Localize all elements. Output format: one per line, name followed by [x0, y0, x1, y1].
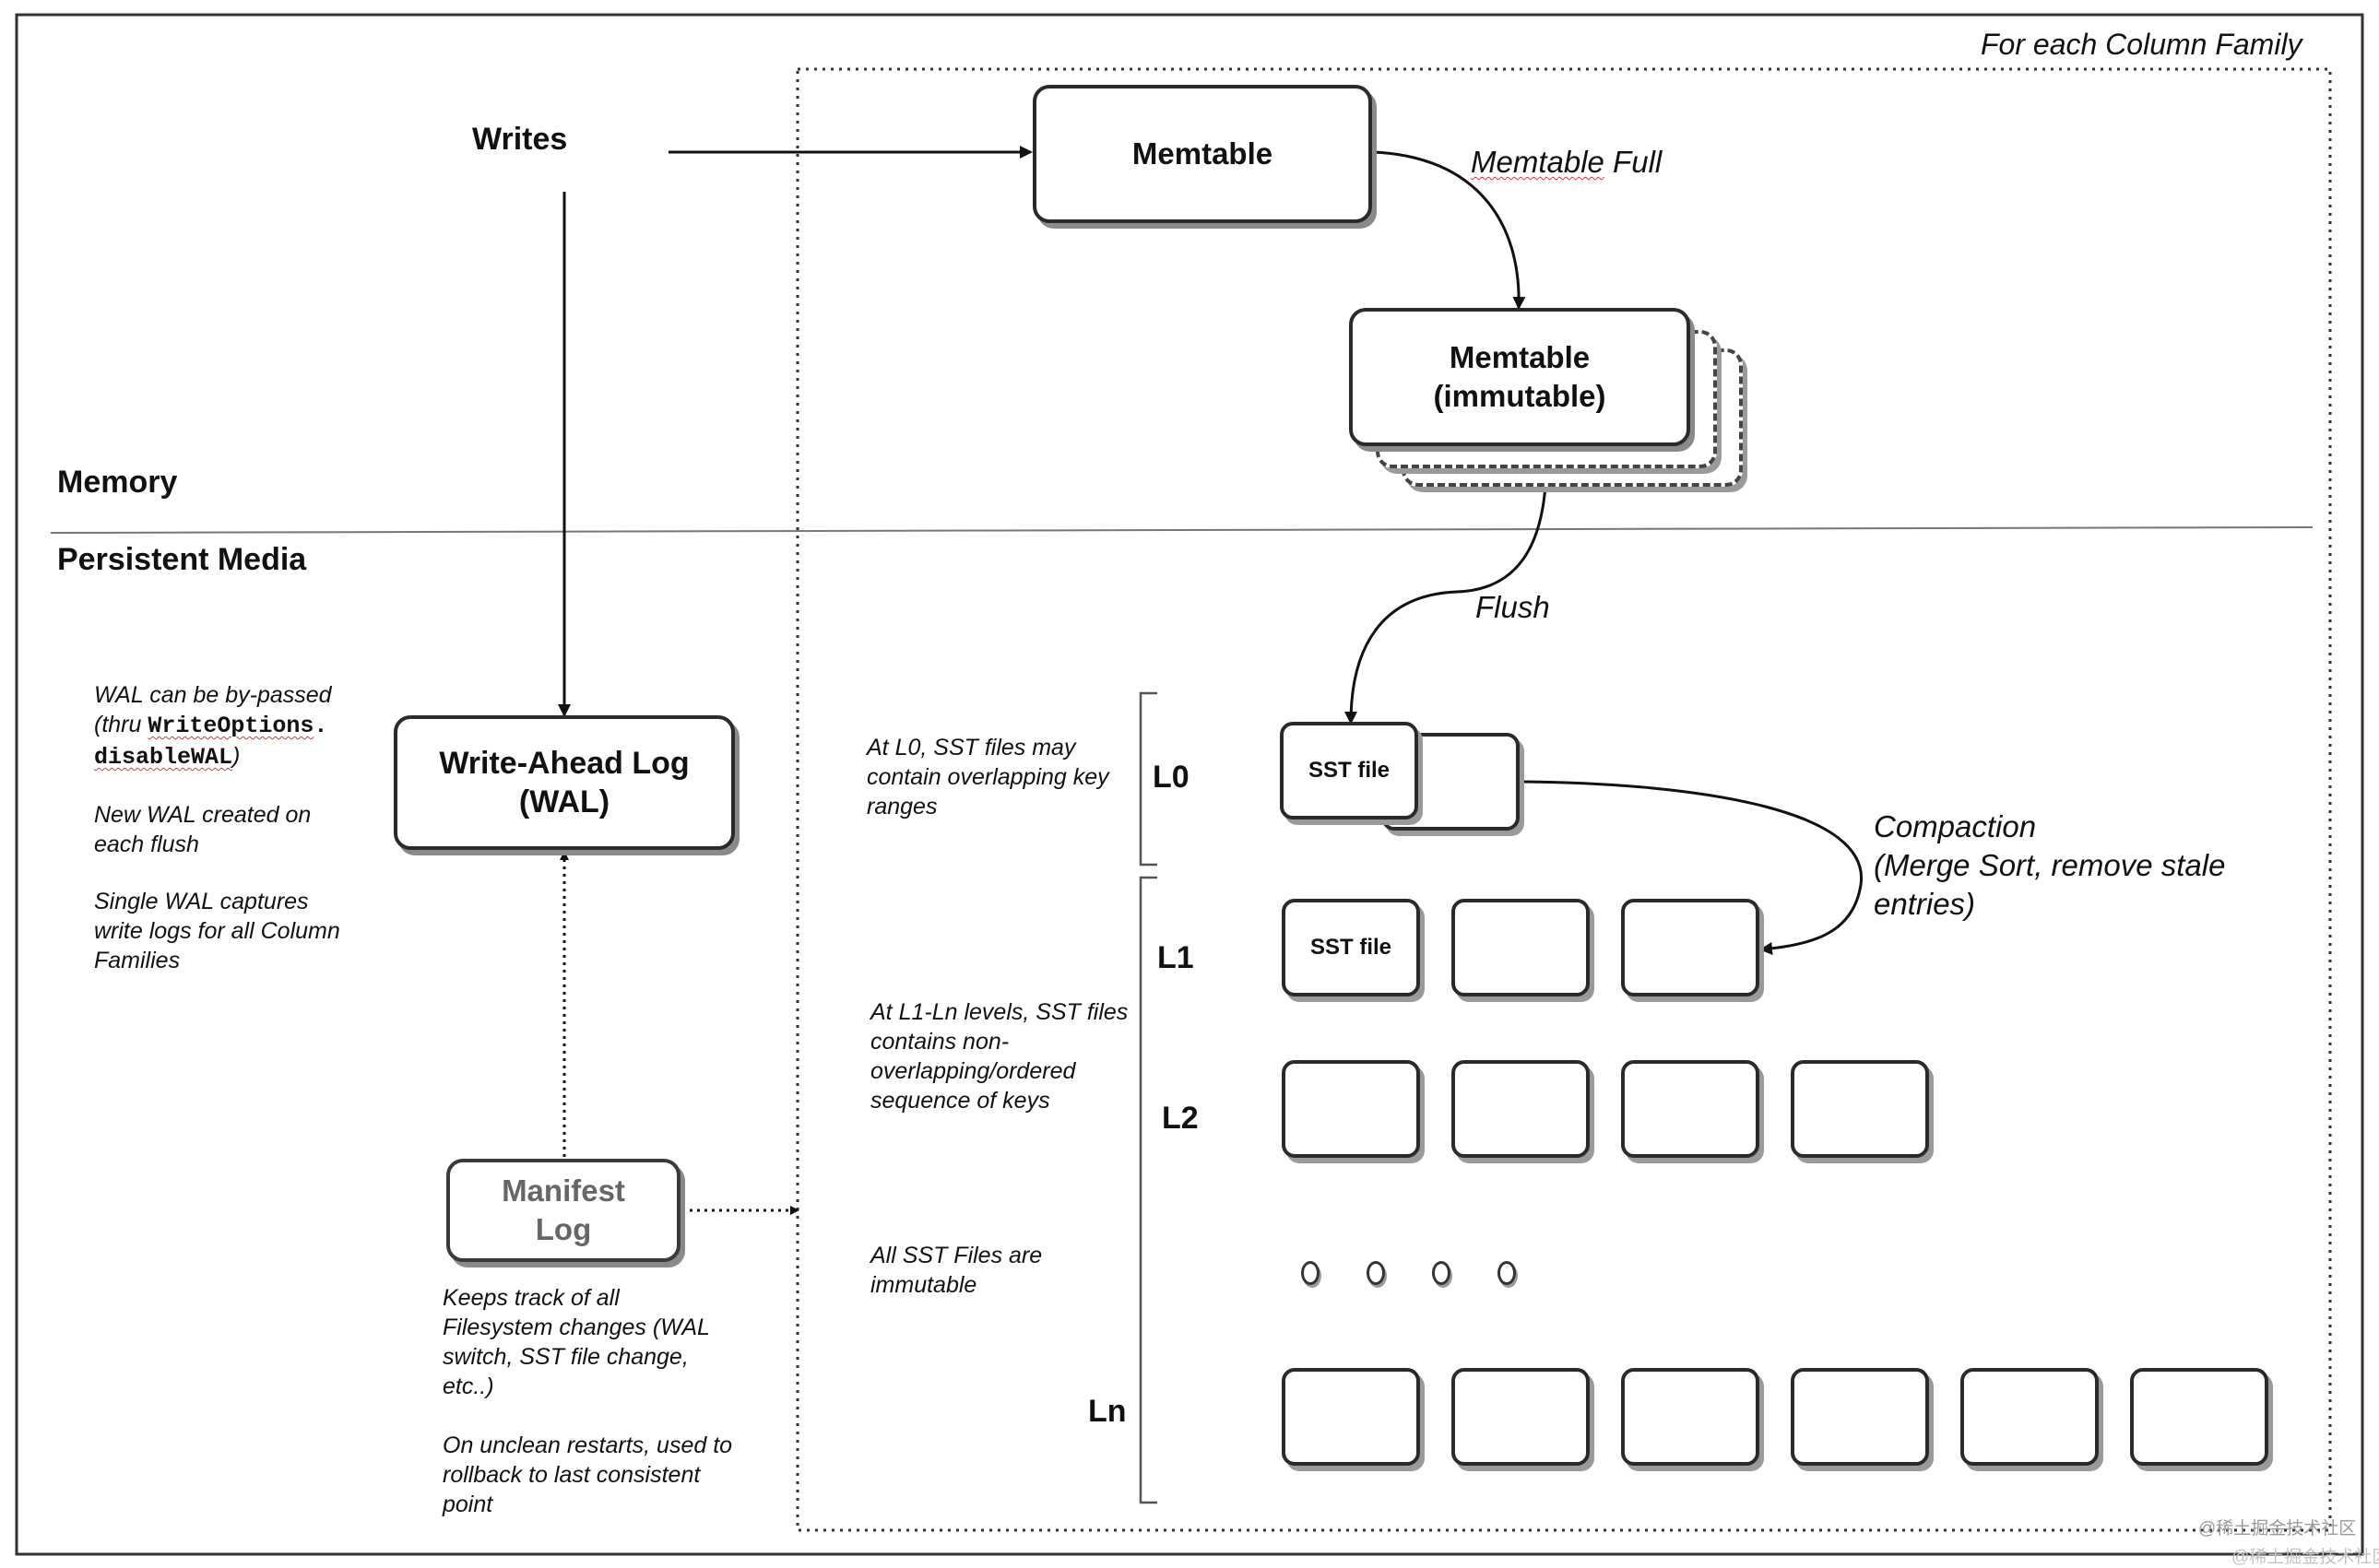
compaction-line3: entries): [1874, 887, 1976, 921]
memory-divider: [50, 526, 2314, 534]
manifest-line1: Manifest: [502, 1173, 625, 1208]
wal-box: Write-Ahead Log (WAL): [394, 715, 735, 850]
manifest-box: Manifest Log: [446, 1159, 681, 1262]
memtable-full-word: Memtable: [1471, 145, 1604, 179]
l1-ln-note-b: contains non-: [870, 1029, 1010, 1055]
l1-ln-note: At L1-Ln levels, SST files contains non-…: [870, 997, 1128, 1115]
memtable-full-label: Memtable Full: [1471, 145, 1662, 180]
column-family-frame: [796, 67, 2332, 1532]
manifest-note-l3: switch, SST file change,: [443, 1344, 689, 1370]
wal-note1-dot: .: [314, 713, 328, 739]
l0-note-c: ranges: [867, 794, 938, 819]
wal-note1-code1: WriteOptions: [148, 713, 314, 739]
watermark-line1: @稀土掘金技术社区: [2198, 1519, 2357, 1539]
l0-sst-file: SST file: [1280, 722, 1418, 819]
wal-note1-line1: WAL can be by-passed: [94, 682, 332, 708]
l0-note: At L0, SST files may contain overlapping…: [867, 733, 1109, 821]
immutable-sst-note: All SST Files are immutable: [870, 1241, 1042, 1300]
persistent-media-label: Persistent Media: [57, 542, 307, 577]
wal-note1-close: ): [232, 743, 241, 769]
immutable-line1: Memtable: [1449, 340, 1591, 374]
l0-bracket: [1139, 691, 1157, 867]
outer-frame: [15, 13, 2364, 1556]
wal-line1: Write-Ahead Log: [439, 746, 690, 781]
level-l0-label: L0: [1153, 760, 1190, 795]
immutable-line2: (immutable): [1433, 379, 1606, 413]
wal-note1-prefix: (thru: [94, 712, 148, 737]
ln-sst-file-1: [1282, 1368, 1420, 1466]
manifest-notes: Keeps track of all Filesystem changes (W…: [443, 1283, 732, 1519]
column-family-title: For each Column Family: [1981, 28, 2302, 61]
manifest-note-l5: On unclean restarts, used to: [443, 1432, 733, 1458]
manifest-note-l6: rollback to last consistent: [443, 1462, 701, 1488]
flush-arrow: [1344, 460, 1548, 725]
wal-note3-line2: write logs for all Column: [94, 918, 340, 944]
manifest-note-l7: point: [443, 1491, 493, 1517]
writes-label: Writes: [472, 122, 568, 157]
level-ln-label: Ln: [1088, 1394, 1127, 1429]
immutable-sst-note-b: immutable: [870, 1272, 977, 1298]
l0-note-b: contain overlapping key: [867, 764, 1109, 790]
ellipsis-dot-3: [1432, 1261, 1450, 1285]
compaction-label: Compaction (Merge Sort, remove stale ent…: [1874, 808, 2225, 924]
ln-sst-file-3: [1621, 1368, 1759, 1466]
manifest-note-l1: Keeps track of all: [443, 1285, 620, 1311]
manifest-note-l4: etc..): [443, 1373, 494, 1399]
wal-line2: (WAL): [518, 784, 610, 819]
ellipsis-dot-4: [1497, 1261, 1516, 1285]
compaction-line2: (Merge Sort, remove stale: [1874, 848, 2226, 882]
immutable-memtable-box: Memtable (immutable): [1349, 308, 1690, 446]
l1-ln-bracket: [1139, 876, 1157, 1504]
l1-ln-note-d: sequence of keys: [870, 1088, 1050, 1114]
wal-notes: WAL can be by-passed (thru WriteOptions.…: [94, 680, 340, 975]
wal-note3-line3: Families: [94, 948, 181, 973]
wal-note1-line2: (thru WriteOptions.: [94, 710, 340, 741]
wal-note2-line1: New WAL created on: [94, 802, 312, 828]
memtable-label: Memtable: [1131, 136, 1273, 171]
compaction-line1: Compaction: [1874, 809, 2037, 843]
wal-note2-line2: each flush: [94, 831, 199, 857]
memtable-full-rest: Full: [1604, 145, 1663, 179]
compaction-arrow: [1521, 780, 1863, 955]
l2-sst-file-4: [1791, 1060, 1929, 1158]
memtable-box: Memtable: [1033, 85, 1372, 223]
l2-sst-file-3: [1621, 1060, 1759, 1158]
immutable-sst-note-a: All SST Files are: [870, 1243, 1043, 1268]
l1-sst-label: SST file: [1309, 935, 1392, 960]
l0-sst-label: SST file: [1308, 758, 1391, 783]
l0-note-a: At L0, SST files may: [867, 735, 1076, 760]
manifest-line2: Log: [535, 1212, 592, 1246]
ln-sst-file-5: [1960, 1368, 2099, 1466]
watermark-line2: @稀土掘金技术社区: [2231, 1548, 2379, 1567]
flush-label: Flush: [1475, 590, 1550, 624]
l1-sst-file-3: [1621, 899, 1759, 996]
level-l2-label: L2: [1162, 1101, 1199, 1136]
wal-note1-line3: disableWAL): [94, 741, 340, 772]
memtable-full-arrow: [1373, 150, 1526, 310]
manifest-note-l2: Filesystem changes (WAL: [443, 1315, 710, 1340]
wal-note3-line1: Single WAL captures: [94, 889, 309, 914]
l2-sst-file-1: [1282, 1060, 1420, 1158]
ellipsis-dot-1: [1301, 1261, 1320, 1285]
l1-sst-file-2: [1451, 899, 1590, 996]
level-l1-label: L1: [1157, 940, 1194, 975]
ln-sst-file-2: [1451, 1368, 1590, 1466]
ln-sst-file-4: [1791, 1368, 1929, 1466]
l2-sst-file-2: [1451, 1060, 1590, 1158]
memory-label: Memory: [57, 465, 178, 500]
ellipsis-dot-2: [1367, 1261, 1385, 1285]
l1-ln-note-a: At L1-Ln levels, SST files: [870, 999, 1129, 1025]
l1-ln-note-c: overlapping/ordered: [870, 1058, 1076, 1084]
ln-sst-file-6: [2130, 1368, 2268, 1466]
wal-note1-code2: disableWAL: [94, 744, 233, 771]
l1-sst-file-1: SST file: [1282, 899, 1420, 996]
